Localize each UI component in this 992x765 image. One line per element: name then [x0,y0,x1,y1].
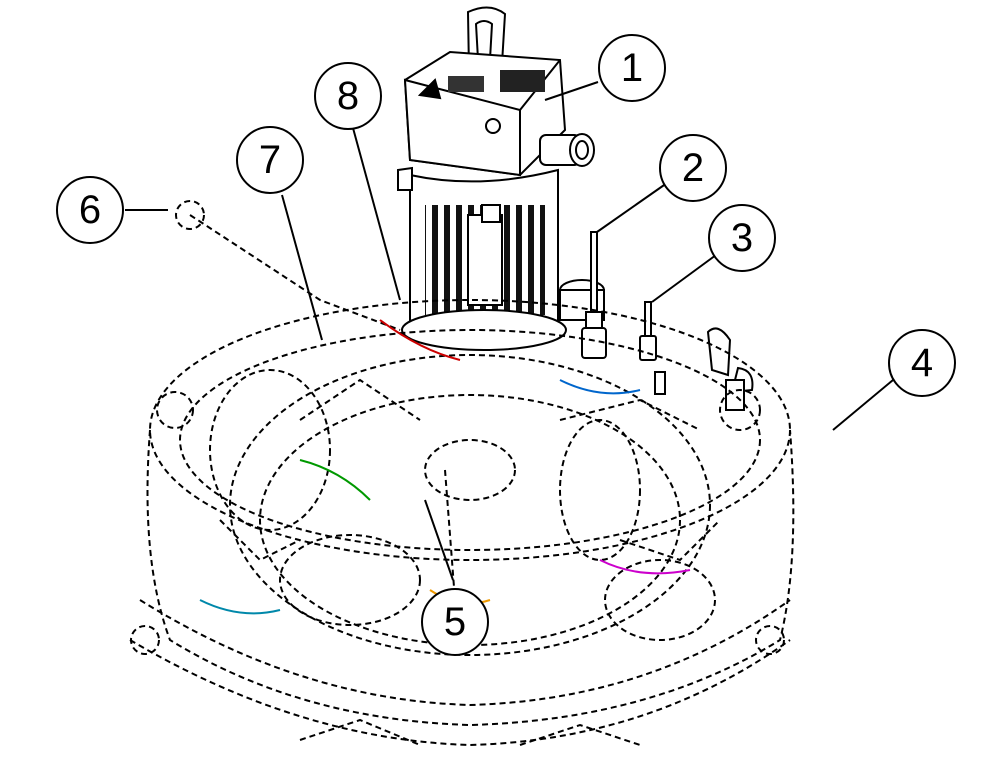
vessel [129,200,795,747]
svg-text:4: 4 [911,341,933,385]
svg-text:5: 5 [444,600,466,644]
callout-1: 1 [598,34,666,102]
callout-2: 2 [659,134,727,202]
svg-text:7: 7 [259,138,281,182]
wing-nut [706,327,754,411]
cable-gland [539,133,595,167]
callout-7: 7 [236,126,304,194]
callout-6: 6 [56,176,124,244]
svg-text:3: 3 [731,216,753,260]
svg-text:6: 6 [79,188,101,232]
callout-5: 5 [421,588,489,656]
color-accents [199,319,691,615]
motor [397,6,595,351]
fittings [559,231,754,411]
leader-lines [125,81,894,581]
callout-3: 3 [708,204,776,272]
svg-text:8: 8 [337,74,359,118]
callout-4: 4 [888,329,956,397]
vessel-body [146,429,795,727]
svg-text:2: 2 [682,146,704,190]
probe-short [639,301,657,361]
probe-long [581,231,607,359]
callout-8: 8 [314,62,382,130]
svg-text:1: 1 [621,46,643,90]
